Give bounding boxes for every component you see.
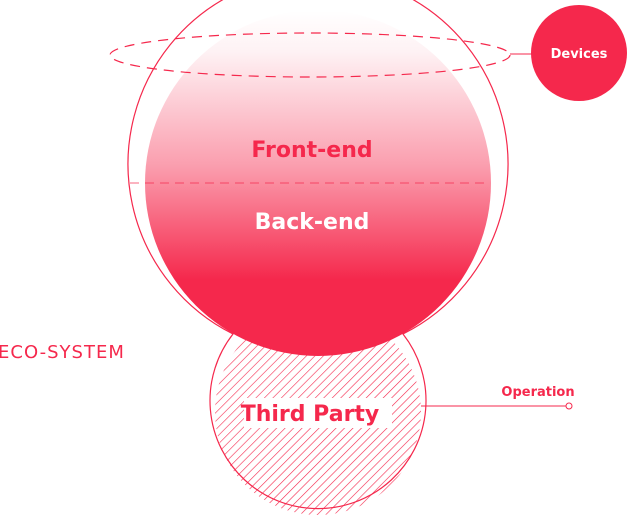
devices-orbit: [109, 32, 511, 78]
third-party-label: Third Party: [241, 402, 380, 427]
operation-label: Operation: [501, 385, 574, 400]
third-party-label-backing: [244, 398, 392, 428]
devices-label: Devices: [551, 47, 608, 62]
back-end-label: Back-end: [255, 210, 370, 235]
operation-connector-end: [565, 402, 573, 410]
devices-node: [531, 5, 627, 101]
eco-system-label: ECO-SYSTEM: [0, 342, 125, 363]
front-end-label: Front-end: [251, 138, 372, 163]
